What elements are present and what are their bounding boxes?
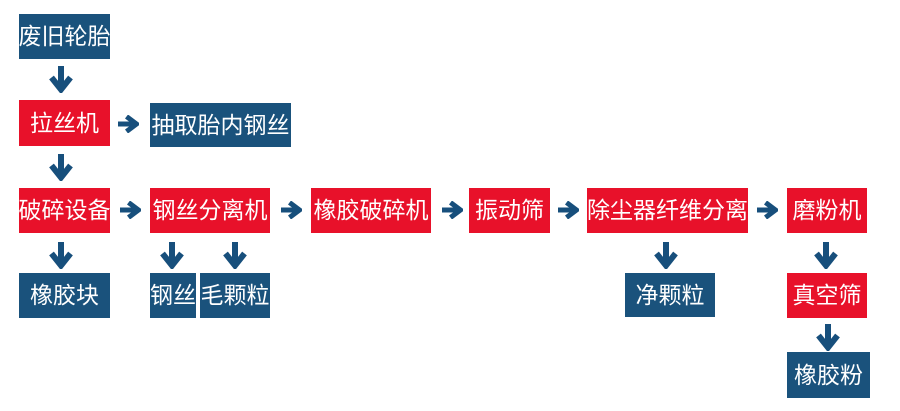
right-arrow-icon [281,200,304,220]
arrow-dust-collector-to-clean-granules [653,241,679,271]
arrow-wire-drawing-machine-to-crushing-equipment [48,153,74,183]
down-arrow-icon [654,242,678,271]
right-arrow-icon [442,200,465,220]
node-wire-drawing-machine: 拉丝机 [19,100,110,146]
node-vibrating-screen: 振动筛 [469,188,550,233]
node-crushing-equipment: 破碎设备 [19,188,111,233]
arrow-vibrating-screen-to-dust-collector [557,200,581,220]
right-arrow-icon [757,200,780,220]
node-steel-wire: 钢丝 [150,273,196,318]
node-rubber-crusher: 橡胶破碎机 [311,188,431,233]
node-steel-wire-separator: 钢丝分离机 [150,188,270,233]
down-arrow-icon [160,242,184,271]
down-arrow-icon [816,324,840,353]
node-extract-tire-steel-wire: 抽取胎内钢丝 [150,103,291,147]
node-waste-tires: 废旧轮胎 [19,14,111,59]
arrow-steel-wire-separator-to-rubber-crusher [280,200,304,220]
arrow-steel-wire-separator-to-steel-wire [159,241,185,271]
arrow-wire-drawing-machine-to-extract-tire-steel-wire [117,114,141,134]
down-arrow-icon [223,242,247,271]
down-arrow-icon [49,66,73,95]
arrow-dust-collector-to-grinding-mill [756,200,780,220]
arrow-waste-tires-to-wire-drawing-machine [48,65,74,95]
down-arrow-icon [814,242,838,271]
arrow-grinding-mill-to-vacuum-screen [813,241,839,271]
node-clean-granules: 净颗粒 [625,273,715,317]
node-rubber-powder: 橡胶粉 [787,352,870,398]
node-grinding-mill: 磨粉机 [787,188,867,233]
arrow-crushing-equipment-to-steel-wire-separator [119,200,143,220]
down-arrow-icon [49,154,73,183]
arrow-vacuum-screen-to-rubber-powder [815,323,841,353]
node-coarse-granules: 毛颗粒 [200,273,270,318]
right-arrow-icon [558,200,581,220]
right-arrow-icon [118,114,141,134]
node-dust-collector-fiber-separation: 除尘器纤维分离 [587,188,748,233]
arrow-steel-wire-separator-to-coarse-granules [222,241,248,271]
arrow-crushing-equipment-to-rubber-block [48,241,74,271]
node-vacuum-screen: 真空筛 [787,273,867,318]
arrow-rubber-crusher-to-vibrating-screen [441,200,465,220]
node-rubber-block: 橡胶块 [19,273,110,318]
down-arrow-icon [49,242,73,271]
right-arrow-icon [120,200,143,220]
